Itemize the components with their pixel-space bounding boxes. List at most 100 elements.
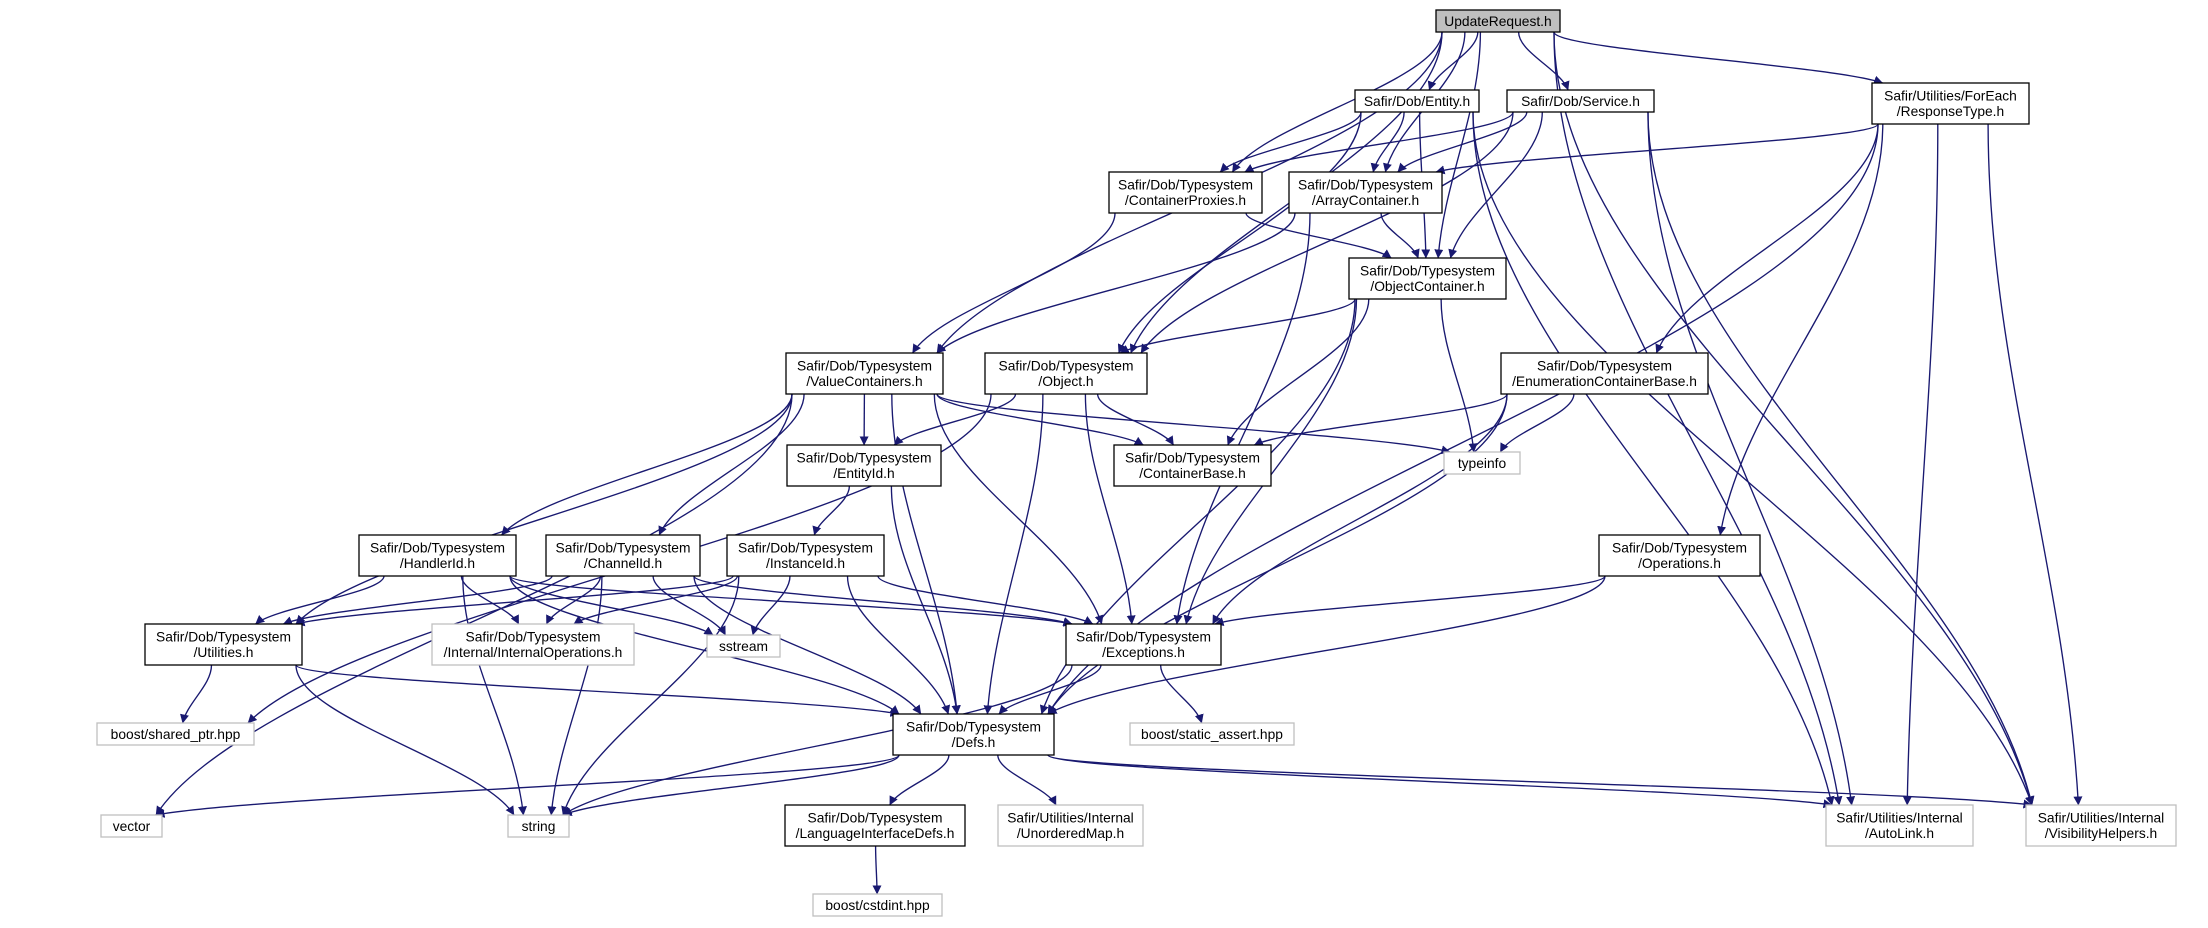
edge-enum-container-base-to-typeinfo xyxy=(1499,393,1575,453)
node-label: Safir/Dob/Typesystem xyxy=(1125,451,1260,466)
node-label: Safir/Dob/Typesystem xyxy=(906,720,1041,735)
node-cstdint: boost/cstdint.hpp xyxy=(812,893,943,917)
node-box xyxy=(892,713,1055,756)
node-internal-ops: Safir/Dob/Typesystem/Internal/InternalOp… xyxy=(431,623,635,666)
edge-entity-id-to-instance-id xyxy=(812,485,851,536)
edge-update-request-to-autolink xyxy=(1553,31,1843,806)
node-label: Safir/Dob/Typesystem xyxy=(797,451,932,466)
node-autolink: Safir/Utilities/Internal/AutoLink.h xyxy=(1825,804,1974,847)
edge-foreach-to-autolink xyxy=(1902,123,1939,806)
edge-update-request-to-container-proxies xyxy=(1231,31,1443,173)
node-array-container[interactable]: Safir/Dob/Typesystem/ArrayContainer.h xyxy=(1288,171,1443,214)
edge-foreach-to-visibility xyxy=(1987,123,2083,806)
edge-exceptions-to-static-assert xyxy=(1159,664,1204,724)
edge-object-to-exceptions xyxy=(1084,393,1136,625)
edge-defs-to-lang-iface-defs xyxy=(889,754,950,806)
node-instance-id[interactable]: Safir/Dob/Typesystem/InstanceId.h xyxy=(726,534,885,577)
edge-defs-to-visibility xyxy=(1047,754,2033,809)
node-label: Safir/Dob/Typesystem xyxy=(1298,178,1433,193)
node-label: Safir/Utilities/Internal xyxy=(1836,811,1963,826)
node-label: Safir/Dob/Typesystem xyxy=(370,541,505,556)
node-box xyxy=(997,804,1144,847)
node-label: Safir/Dob/Typesystem xyxy=(1118,178,1253,193)
node-foreach[interactable]: Safir/Utilities/ForEach/ResponseType.h xyxy=(1871,82,2030,125)
node-box xyxy=(1435,9,1561,33)
node-label: Safir/Dob/Entity.h xyxy=(1364,94,1470,109)
edge-handler-id-to-string xyxy=(462,575,527,816)
edge-exceptions-to-string xyxy=(562,664,1073,816)
edge-enum-container-base-to-exceptions xyxy=(1212,393,1508,625)
node-box xyxy=(1506,89,1655,113)
node-container-proxies[interactable]: Safir/Dob/Typesystem/ContainerProxies.h xyxy=(1108,171,1263,214)
edge-value-containers-to-typeinfo xyxy=(936,393,1451,455)
edge-value-containers-to-exceptions xyxy=(933,393,1104,625)
node-box xyxy=(706,634,781,658)
edge-service-to-object xyxy=(1140,111,1514,354)
node-vector: vector xyxy=(100,814,163,838)
edge-value-containers-to-utilities xyxy=(295,393,793,625)
node-box xyxy=(726,534,885,577)
edge-handler-id-to-utilities xyxy=(255,575,385,625)
node-label: typeinfo xyxy=(1458,456,1507,471)
node-label: string xyxy=(522,819,556,834)
node-entity-id[interactable]: Safir/Dob/Typesystem/EntityId.h xyxy=(786,444,942,487)
node-box xyxy=(1354,89,1480,113)
edge-defs-to-vector xyxy=(155,754,900,818)
edge-exceptions-to-defs xyxy=(998,664,1102,715)
edge-instance-id-to-internal-ops xyxy=(573,575,739,625)
node-entity[interactable]: Safir/Dob/Entity.h xyxy=(1354,89,1480,113)
edge-defs-to-unordered-map xyxy=(997,754,1057,806)
node-label: /ValueContainers.h xyxy=(806,374,922,389)
node-operations[interactable]: Safir/Dob/Typesystem/Operations.h xyxy=(1598,534,1761,577)
node-object[interactable]: Safir/Dob/Typesystem/Object.h xyxy=(984,352,1148,395)
node-service[interactable]: Safir/Dob/Service.h xyxy=(1506,89,1655,113)
node-label: Safir/Dob/Typesystem xyxy=(156,630,291,645)
edge-channel-id-to-string xyxy=(547,575,603,816)
node-update-request[interactable]: UpdateRequest.h xyxy=(1435,9,1561,33)
node-channel-id[interactable]: Safir/Dob/Typesystem/ChannelId.h xyxy=(545,534,701,577)
edge-handler-id-to-defs xyxy=(509,575,900,715)
node-label: boost/cstdint.hpp xyxy=(825,898,930,913)
edge-enum-container-base-to-container-base xyxy=(1253,393,1508,446)
edge-object-container-to-typeinfo xyxy=(1440,298,1478,453)
edge-service-to-container-proxies xyxy=(1244,111,1514,173)
node-label: Safir/Utilities/Internal xyxy=(2038,811,2165,826)
node-box xyxy=(1288,171,1443,214)
node-exceptions[interactable]: Safir/Dob/Typesystem/Exceptions.h xyxy=(1065,623,1222,666)
node-label: Safir/Dob/Typesystem xyxy=(797,359,932,374)
edge-object-container-to-container-base xyxy=(1226,298,1370,446)
node-label: Safir/Dob/Typesystem xyxy=(1076,630,1211,645)
node-label: sstream xyxy=(719,639,768,654)
edge-utilities-to-defs xyxy=(295,664,900,717)
node-container-base[interactable]: Safir/Dob/Typesystem/ContainerBase.h xyxy=(1113,444,1272,487)
edge-instance-id-to-string xyxy=(561,575,740,816)
node-defs[interactable]: Safir/Dob/Typesystem/Defs.h xyxy=(892,713,1055,756)
edge-instance-id-to-utilities xyxy=(295,575,734,627)
node-object-container[interactable]: Safir/Dob/Typesystem/ObjectContainer.h xyxy=(1348,257,1507,300)
node-label: /Object.h xyxy=(1038,374,1093,389)
edge-service-to-array-container xyxy=(1397,111,1528,173)
edge-enum-container-base-to-defs xyxy=(1047,393,1508,715)
node-box xyxy=(1348,257,1507,300)
node-handler-id[interactable]: Safir/Dob/Typesystem/HandlerId.h xyxy=(358,534,517,577)
node-label: UpdateRequest.h xyxy=(1444,14,1551,29)
node-lang-iface-defs[interactable]: Safir/Dob/Typesystem/LanguageInterfaceDe… xyxy=(784,804,966,847)
node-label: boost/static_assert.hpp xyxy=(1141,727,1283,742)
node-utilities[interactable]: Safir/Dob/Typesystem/Utilities.h xyxy=(144,623,303,666)
edge-array-container-to-exceptions xyxy=(1173,212,1311,625)
edge-container-proxies-to-object-container xyxy=(1245,212,1392,259)
node-box xyxy=(812,893,943,917)
edge-update-request-to-entity xyxy=(1427,31,1479,91)
edge-foreach-to-enum-container-base xyxy=(1655,123,1879,354)
edge-value-containers-to-vector xyxy=(155,393,793,816)
node-box xyxy=(507,814,570,838)
node-box xyxy=(1113,444,1272,487)
edge-foreach-to-array-container xyxy=(1435,123,1879,175)
node-box xyxy=(784,804,966,847)
node-sstream: sstream xyxy=(706,634,781,658)
edge-defs-to-string xyxy=(562,754,900,816)
node-enum-container-base[interactable]: Safir/Dob/Typesystem/EnumerationContaine… xyxy=(1500,352,1709,395)
edge-object-to-container-base xyxy=(1096,393,1175,446)
node-value-containers[interactable]: Safir/Dob/Typesystem/ValueContainers.h xyxy=(785,352,944,395)
node-box xyxy=(358,534,517,577)
